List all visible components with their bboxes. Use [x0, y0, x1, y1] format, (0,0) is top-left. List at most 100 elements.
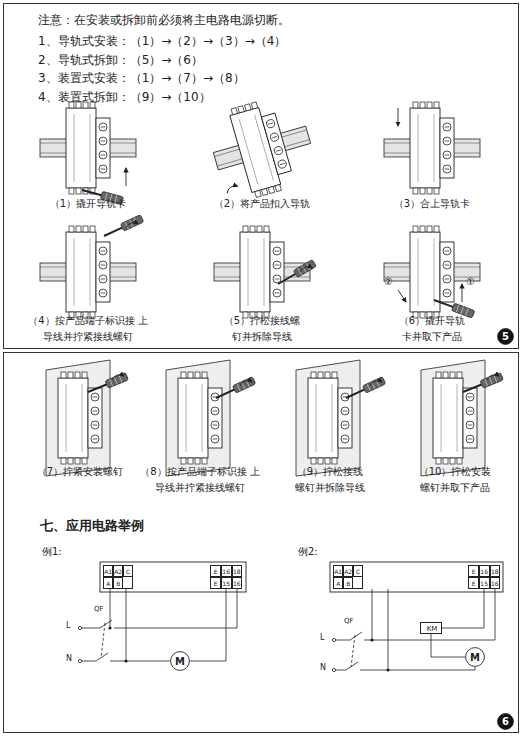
step-illustration [46, 360, 128, 476]
step-illustration [384, 102, 480, 194]
junction-dot [370, 638, 373, 641]
step-illustration [421, 360, 503, 476]
terminal-label: C [123, 565, 133, 577]
relay-module [433, 372, 477, 464]
procedure-line: 2、导轨式拆卸：（5）→（6） [38, 51, 508, 70]
relay-module [66, 226, 110, 318]
wire [114, 589, 237, 628]
wire [360, 667, 475, 670]
terminal-label: A [333, 577, 343, 589]
relay-module [228, 98, 296, 199]
example-title: 例2: [298, 544, 338, 560]
terminal-point [78, 659, 81, 662]
step-illustration [40, 215, 144, 318]
safety-note: 注意：在安装或拆卸前必须将主电路电源切断。 [38, 11, 508, 30]
screwdriver [102, 215, 143, 240]
terminal-label: C [353, 565, 363, 577]
outline [171, 652, 190, 671]
junction-dot [124, 659, 127, 662]
step-illustration [384, 226, 480, 318]
procedure-line: 3、装置式安装：（1）→（7）→（8） [38, 69, 508, 88]
terminal-label: E [210, 565, 221, 577]
wire-connector [190, 589, 226, 661]
step-caption: （7）拧紧安装螺钉 [18, 464, 142, 480]
terminal-label: 16 [490, 577, 501, 589]
device-outline [100, 562, 246, 592]
line-label: N [320, 662, 330, 674]
symbol-label: KM [421, 623, 443, 635]
terminal-label: 18 [232, 565, 243, 577]
breaker-link [101, 623, 105, 658]
breaker-link [351, 635, 355, 667]
line-label: L [66, 620, 76, 632]
rotation-arrow [370, 381, 382, 386]
relay-module [410, 226, 454, 318]
terminal-point [332, 668, 335, 671]
callout-number: ② [384, 274, 400, 290]
outline [498, 714, 514, 730]
section-heading: 七、应用电路举例 [40, 516, 260, 536]
terminal-label: 15 [479, 577, 490, 589]
wire [80, 628, 100, 629]
terminal-block: E1618E1516 [468, 565, 500, 589]
terminal-label: 16 [232, 577, 243, 589]
relay-module [308, 372, 352, 464]
relay-module [240, 226, 284, 318]
step-caption: （3）合上导轨卡 [362, 196, 502, 212]
step-caption: （1）撬开导轨卡 [18, 196, 158, 212]
step-caption: （10）拧松安装 螺钉并取下产品 [417, 464, 493, 495]
page-frame [4, 4, 519, 349]
step-caption: （4）按产品端子标识接 上导线并拧紧接线螺钉 [27, 313, 149, 344]
procedure-line: 1、导轨式安装：（1）→（2）→（3）→（4） [38, 32, 508, 51]
terminal-label: A2 [113, 565, 123, 577]
wire [80, 661, 96, 662]
terminal-label: B [113, 577, 123, 589]
wire [334, 640, 350, 641]
terminal-point [332, 638, 335, 641]
terminal-label: A1 [103, 565, 113, 577]
terminal-block: A1A2CAB [333, 565, 363, 589]
motor-symbol: M [170, 651, 190, 671]
terminal-label: E [468, 577, 479, 589]
page-number-text: 5 [497, 328, 514, 345]
step-caption: （5）拧松接线螺 钉并拆除导线 [221, 313, 303, 344]
breaker-contact [346, 662, 358, 670]
line-label: L [320, 632, 330, 644]
terminal-label: 16 [221, 565, 232, 577]
page-number: 6 [497, 713, 514, 730]
terminal-label: A [103, 577, 113, 589]
wire [372, 589, 373, 640]
wire [364, 589, 495, 640]
wire [110, 589, 111, 628]
screwdriver [462, 373, 504, 396]
screwdriver [344, 377, 385, 402]
screwdriver [214, 377, 255, 402]
rotation-arrow [112, 375, 124, 380]
junction-dot [386, 668, 389, 671]
terminal-label: 15 [221, 577, 232, 589]
breaker-label: QF [94, 604, 114, 615]
step-caption: （6）撬开导轨 卡并取下产品 [396, 313, 468, 344]
page-number-text: 6 [497, 713, 514, 730]
terminal-label: A2 [343, 565, 353, 577]
step-illustration [214, 226, 316, 318]
terminal-label: 18 [490, 565, 501, 577]
terminal-point [78, 626, 81, 629]
wire [388, 589, 389, 670]
step-illustration [296, 360, 386, 476]
example-title: 例1: [42, 544, 82, 560]
relay-module [66, 102, 110, 194]
outline [498, 329, 514, 345]
step-caption: （9）拧松接线 螺钉并拆除导线 [293, 464, 367, 495]
contactor-box: KM [420, 622, 442, 634]
terminal-label: E [468, 565, 479, 577]
screwdriver [87, 373, 129, 396]
relay-module [410, 102, 454, 194]
step-illustration [203, 91, 321, 206]
mounting-panel [46, 360, 110, 476]
wire [110, 661, 170, 662]
page-number: 5 [497, 328, 514, 345]
page-frame [4, 353, 519, 733]
